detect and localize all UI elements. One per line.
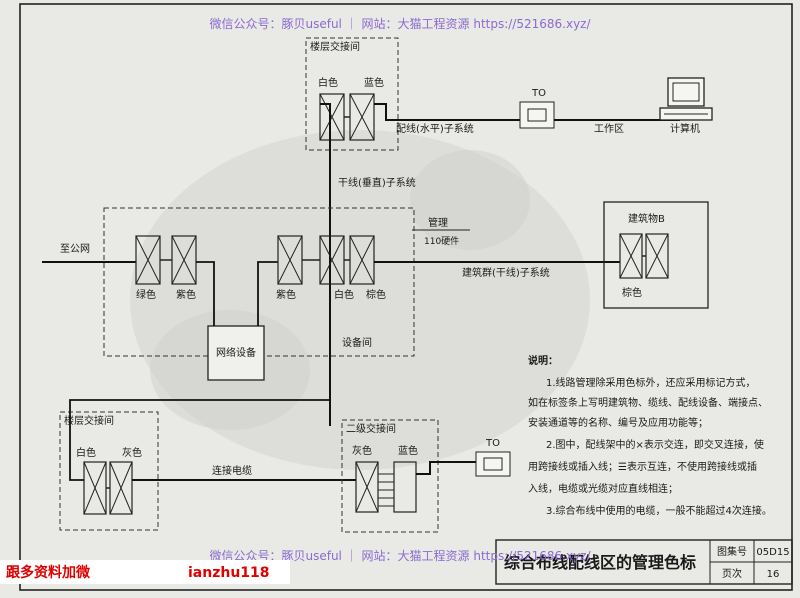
atlas-value: 05D15: [756, 547, 789, 558]
promo-strip: [0, 560, 290, 584]
horizontal-subsystem-label: 配线(水平)子系统: [396, 122, 474, 135]
computer-label: 计算机: [670, 122, 700, 135]
hardware-110-label: 110硬件: [424, 235, 459, 247]
white-top-label: 白色: [318, 76, 338, 89]
equip-link-left: [196, 261, 215, 326]
backbone-to-floor-cross: [69, 399, 330, 481]
note-line-5: 用跨接线或插入线；☰表示互连，不使用跨接线或插: [528, 460, 757, 473]
title-block: 综合布线配线区的管理色标 图集号 05D15 页次 16: [495, 539, 793, 585]
note-line-6: 入线，电缆或光缆对应直线相连；: [528, 482, 678, 495]
notes-heading: 说明：: [528, 354, 558, 367]
note-line-1: 1.线路管理除采用色标外，还应采用标记方式，: [546, 376, 756, 389]
green-label: 绿色: [136, 288, 156, 301]
white-mid-label: 白色: [334, 288, 354, 301]
connect-cable-label: 连接电缆: [212, 464, 252, 477]
management-label: 管理: [428, 216, 448, 229]
watermark-top: 微信公众号：豚贝useful ｜ 网站：大猫工程资源 https://52168…: [209, 16, 591, 31]
gray-bottom-left-label: 灰色: [122, 446, 142, 459]
promo-left: 跟多资料加微: [6, 564, 91, 581]
computer-icon: [659, 77, 713, 121]
note-line-2: 如在标签条上写明建筑物、缆线、配线设备、端接点、: [528, 396, 768, 409]
bottom-horizontal-cable: [416, 461, 476, 475]
gray-bottom-mid-label: 灰色: [352, 444, 372, 457]
purple2-label: 紫色: [276, 288, 296, 301]
equipment-room-label: 设备间: [342, 336, 372, 349]
drawing-frame: [19, 3, 793, 591]
secondary-cross-box: [341, 419, 439, 533]
notes-block: 说明： 1.线路管理除采用色标外，还应采用标记方式， 如在标签条上写明建筑物、缆…: [528, 354, 772, 517]
campus-subsystem-label: 建筑群(干线)子系统: [462, 266, 550, 279]
drawing-title: 综合布线配线区的管理色标: [504, 553, 696, 572]
watermark-bottom: 微信公众号：豚贝useful ｜ 网站：大猫工程资源 https://52168…: [209, 548, 591, 563]
purple1-label: 紫色: [176, 288, 196, 301]
building-b-box: [603, 201, 709, 309]
promo-right: ianzhu118: [188, 565, 270, 581]
backbone-subsystem-label: 干线(垂直)子系统: [338, 176, 416, 189]
network-equipment-label: 网络设备: [216, 346, 256, 359]
note-line-7: 3.综合布线中使用的电缆，一般不能超过4次连接。: [546, 504, 772, 517]
work-area-label: 工作区: [594, 123, 624, 135]
page-value: 16: [767, 569, 780, 580]
to-bottom-outlet: [475, 451, 511, 477]
blue-top-label: 蓝色: [364, 76, 384, 89]
brown-b-label: 棕色: [622, 286, 642, 299]
building-b-label: 建筑物B: [628, 212, 665, 225]
floor-cross-bottom-label: 楼层交接间: [64, 414, 114, 427]
blue-bottom-label: 蓝色: [398, 444, 418, 457]
note-line-4: 2.图中，配线架中的×表示交连，即交叉连接，使: [546, 438, 764, 451]
to-top-outlet: [519, 101, 555, 129]
panel-gray-mid: [355, 461, 379, 513]
to-public-label: 至公网: [60, 243, 90, 255]
brown-mid-label: 棕色: [366, 288, 386, 301]
page-label: 页次: [722, 567, 742, 580]
floor-cross-bottom-box: [59, 411, 159, 531]
note-line-3: 安装通道等的名称、编号及应用功能等；: [528, 416, 708, 429]
network-equipment-box: [207, 325, 265, 381]
floor-cross-top-label: 楼层交接间: [310, 40, 360, 53]
horizontal-cable: [374, 103, 520, 121]
interconnect-lines: [378, 473, 394, 507]
backbone-cable: [320, 103, 331, 426]
atlas-label: 图集号: [717, 545, 747, 558]
white-bottom-label: 白色: [76, 446, 96, 459]
equip-link-right: [257, 261, 278, 326]
panel-blue-bottom: [393, 461, 417, 513]
floor-cross-top-box: [305, 37, 399, 151]
to-top-label: TO: [531, 88, 546, 99]
secondary-cross-label: 二级交接间: [346, 422, 396, 435]
to-bottom-label: TO: [485, 438, 500, 449]
